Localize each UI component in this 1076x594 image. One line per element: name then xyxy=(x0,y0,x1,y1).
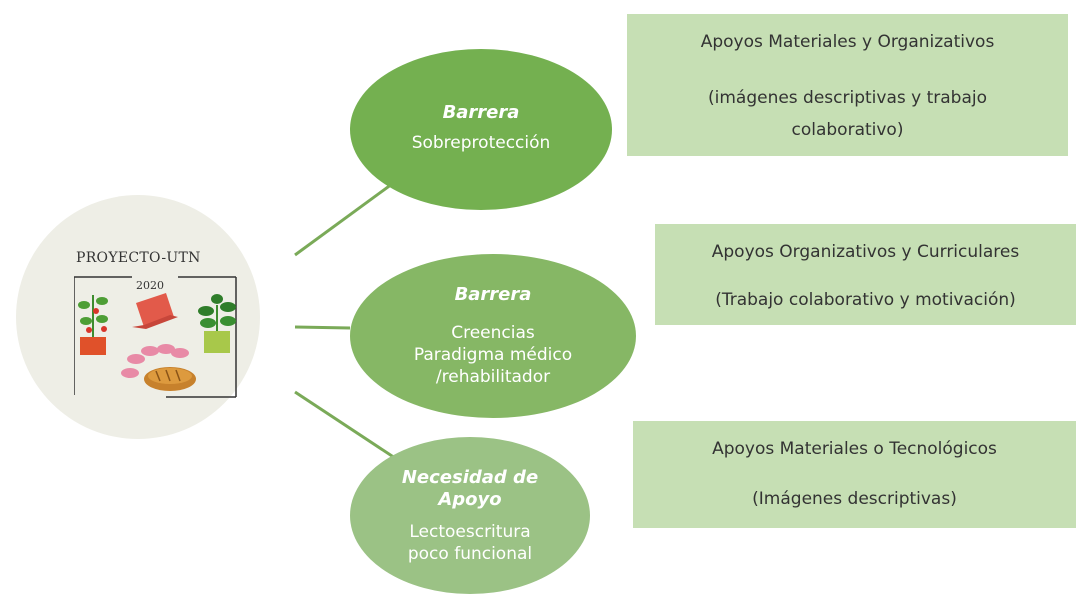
barrier-node-overprotection: Barrera Sobreprotección xyxy=(350,49,612,210)
bread-icon xyxy=(144,367,196,391)
support-box-title: Apoyos Organizativos y Curriculares xyxy=(711,242,1020,262)
support-box-organizational-curricular: Apoyos Organizativos y Curriculares (Tra… xyxy=(655,224,1076,325)
node-description-line: /rehabilitador xyxy=(435,367,551,387)
project-logo xyxy=(16,195,260,439)
logo-year: 2020 xyxy=(136,279,164,292)
sausages-icon xyxy=(121,344,189,378)
node-kind-label: Barrera xyxy=(454,284,532,305)
support-need-node-literacy: Necesidad de Apoyo Lectoescritura poco f… xyxy=(350,437,590,594)
support-box-detail: (Trabajo colaborativo y motivación) xyxy=(715,290,1016,310)
node-kind-label: Barrera xyxy=(442,101,520,123)
support-box-material-technological: Apoyos Materiales o Tecnológicos (Imágen… xyxy=(633,421,1076,528)
barrier-node-beliefs: Barrera Creencias Paradigma médico /reha… xyxy=(350,254,636,418)
logo-illustration xyxy=(74,276,237,398)
connector-line-2 xyxy=(294,325,351,330)
node-kind-label-line: Apoyo xyxy=(438,488,502,510)
node-description-line: Creencias xyxy=(451,323,535,343)
support-box-title: Apoyos Materiales y Organizativos xyxy=(700,32,995,52)
connector-line-1 xyxy=(294,182,393,257)
support-box-material-organizational: Apoyos Materiales y Organizativos (imáge… xyxy=(627,14,1068,156)
potted-plant-icon xyxy=(198,294,236,353)
node-description-line: Paradigma médico xyxy=(413,345,573,365)
node-description: Sobreprotección xyxy=(411,132,551,153)
node-kind-label-line: Necesidad de xyxy=(401,466,539,488)
support-box-title: Apoyos Materiales o Tecnológicos xyxy=(712,439,997,459)
tomato-plant-icon xyxy=(78,295,108,355)
support-box-detail: (Imágenes descriptivas) xyxy=(752,489,957,509)
node-description-line: Lectoescritura xyxy=(409,521,531,542)
laptop-icon xyxy=(132,293,178,329)
node-description-line: poco funcional xyxy=(407,543,533,564)
support-box-detail: (imágenes descriptivas y trabajo colabor… xyxy=(707,88,988,140)
connector-line-3 xyxy=(294,390,396,460)
logo-title: PROYECTO-UTN xyxy=(76,250,201,266)
